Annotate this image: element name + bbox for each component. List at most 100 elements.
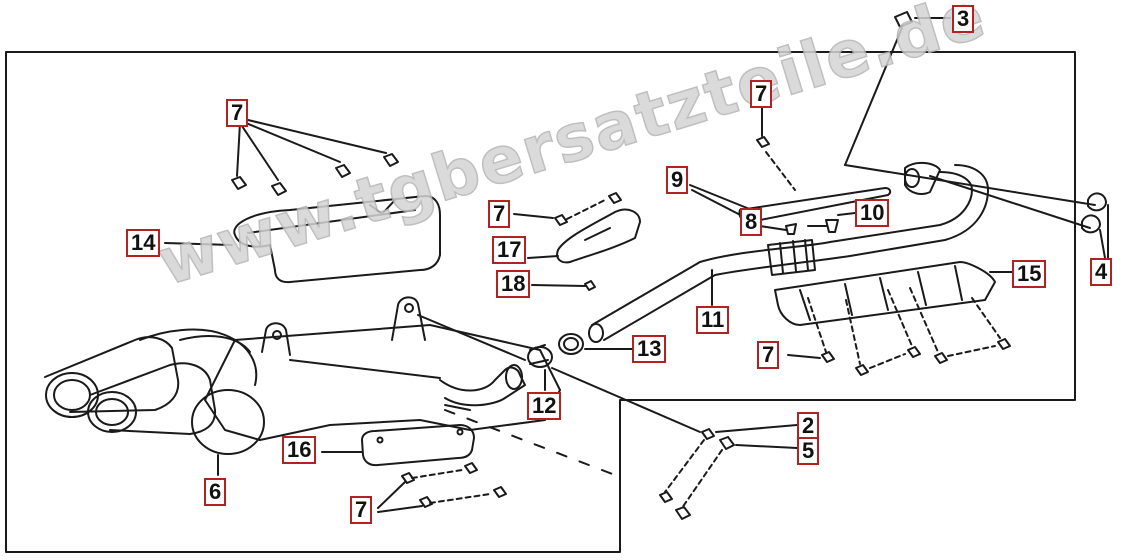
header-pipe-11 <box>588 162 989 343</box>
callout-label-7-bottom: 7 <box>350 496 373 524</box>
bolt-group-top-left <box>231 119 399 196</box>
callout-label-2: 2 <box>797 412 820 440</box>
callout-label-7-right: 7 <box>757 341 780 369</box>
bolt <box>659 491 673 503</box>
callout-label-10: 10 <box>855 199 890 227</box>
callout-label-16: 16 <box>282 436 317 464</box>
bracket-17-slot <box>584 227 611 241</box>
header-pipe-end <box>588 323 604 343</box>
bolt <box>608 192 622 204</box>
leader-line <box>837 212 856 216</box>
callout-label-7-top-left: 7 <box>226 99 249 127</box>
bolt <box>401 472 415 484</box>
leader-line <box>759 225 787 231</box>
frame-outline <box>5 51 1076 553</box>
leader-line <box>689 184 753 211</box>
bolt-group-right <box>787 287 1011 376</box>
heat-shield-14-cutout <box>369 199 396 215</box>
leader-line <box>377 505 423 513</box>
leader-line <box>531 284 586 287</box>
heat-shield-14 <box>233 195 441 284</box>
leader-line <box>527 255 559 259</box>
nut-4 <box>1081 214 1101 234</box>
callout-label-3: 3 <box>952 5 975 33</box>
dash-line <box>807 297 827 353</box>
dash-line <box>909 287 939 353</box>
header-pipe-lower <box>603 164 989 341</box>
callout-label-14: 14 <box>126 229 161 257</box>
callout-label-5: 5 <box>797 437 820 465</box>
bolt <box>464 462 478 474</box>
bottom-plate-16 <box>361 424 475 467</box>
nut-3 <box>894 11 913 28</box>
leader-line <box>715 424 798 433</box>
dash-line <box>411 469 463 479</box>
leader-line <box>247 119 387 154</box>
bolt <box>997 338 1011 350</box>
tail-pipe-upper-inner <box>53 379 91 411</box>
dash-line <box>947 345 996 357</box>
leader-line <box>1099 229 1106 259</box>
plate-hole <box>376 436 384 444</box>
tail-pipe-lower-outlet <box>87 391 137 433</box>
dash-line <box>765 151 796 191</box>
callout-label-7-top-mid: 7 <box>750 80 773 108</box>
leader-line <box>289 359 441 379</box>
bolt <box>554 214 568 226</box>
bolt <box>419 496 433 508</box>
callout-label-4: 4 <box>1090 258 1113 286</box>
heat-shield-15-ribs <box>799 265 963 321</box>
clamp-8-bands <box>779 239 809 274</box>
callout-label-7-bracket: 7 <box>488 200 511 228</box>
tail-pipe-lower <box>89 362 217 435</box>
leader-line <box>844 164 1096 206</box>
bolt <box>756 136 770 148</box>
dash-line <box>845 299 861 365</box>
bracket-hole <box>272 330 282 340</box>
mount-bracket-right <box>391 296 426 341</box>
bracket-hole <box>404 303 414 313</box>
callout-label-15: 15 <box>1012 260 1047 288</box>
muffler-detail-line <box>444 404 471 411</box>
bracket-17 <box>556 208 641 264</box>
inlet-pipe-end <box>505 364 523 390</box>
end-cap-6 <box>191 389 265 455</box>
damper-10-b <box>785 223 797 235</box>
dash-line <box>566 199 606 220</box>
muffler-body <box>204 324 561 441</box>
leader-line <box>735 444 798 449</box>
bolt <box>383 153 399 167</box>
bolt <box>821 351 835 363</box>
dash-line <box>887 289 913 347</box>
bolt <box>907 346 921 358</box>
dash-line <box>681 449 723 509</box>
screw-18 <box>584 280 596 291</box>
heat-shield-14-inner-line <box>247 209 416 234</box>
leader-line <box>377 481 406 509</box>
damper-10 <box>825 219 839 233</box>
tail-pipe-collector <box>139 328 258 386</box>
nut-4 <box>1087 192 1107 212</box>
callout-label-6: 6 <box>204 478 227 506</box>
plate-hole <box>456 428 464 436</box>
header-pipe-upper <box>591 171 973 326</box>
leader-line <box>787 354 821 359</box>
bolt <box>493 486 507 498</box>
seal-ring-13 <box>558 333 584 355</box>
dash-line <box>869 353 906 369</box>
leader-line <box>929 175 1091 229</box>
leader-line <box>513 213 554 219</box>
clamp-8 <box>767 239 816 276</box>
heat-shield-15 <box>774 261 996 326</box>
bolt <box>855 364 869 376</box>
bolt <box>231 176 247 190</box>
leader-line <box>245 122 341 163</box>
leader-line <box>236 122 241 177</box>
seal-ring-13-inner <box>563 337 579 351</box>
bolt-5 <box>719 436 735 450</box>
dash-line <box>971 297 1001 339</box>
inlet-pipe <box>439 366 526 407</box>
dash-line <box>444 409 616 476</box>
tail-pipe-collector-2 <box>179 335 251 353</box>
